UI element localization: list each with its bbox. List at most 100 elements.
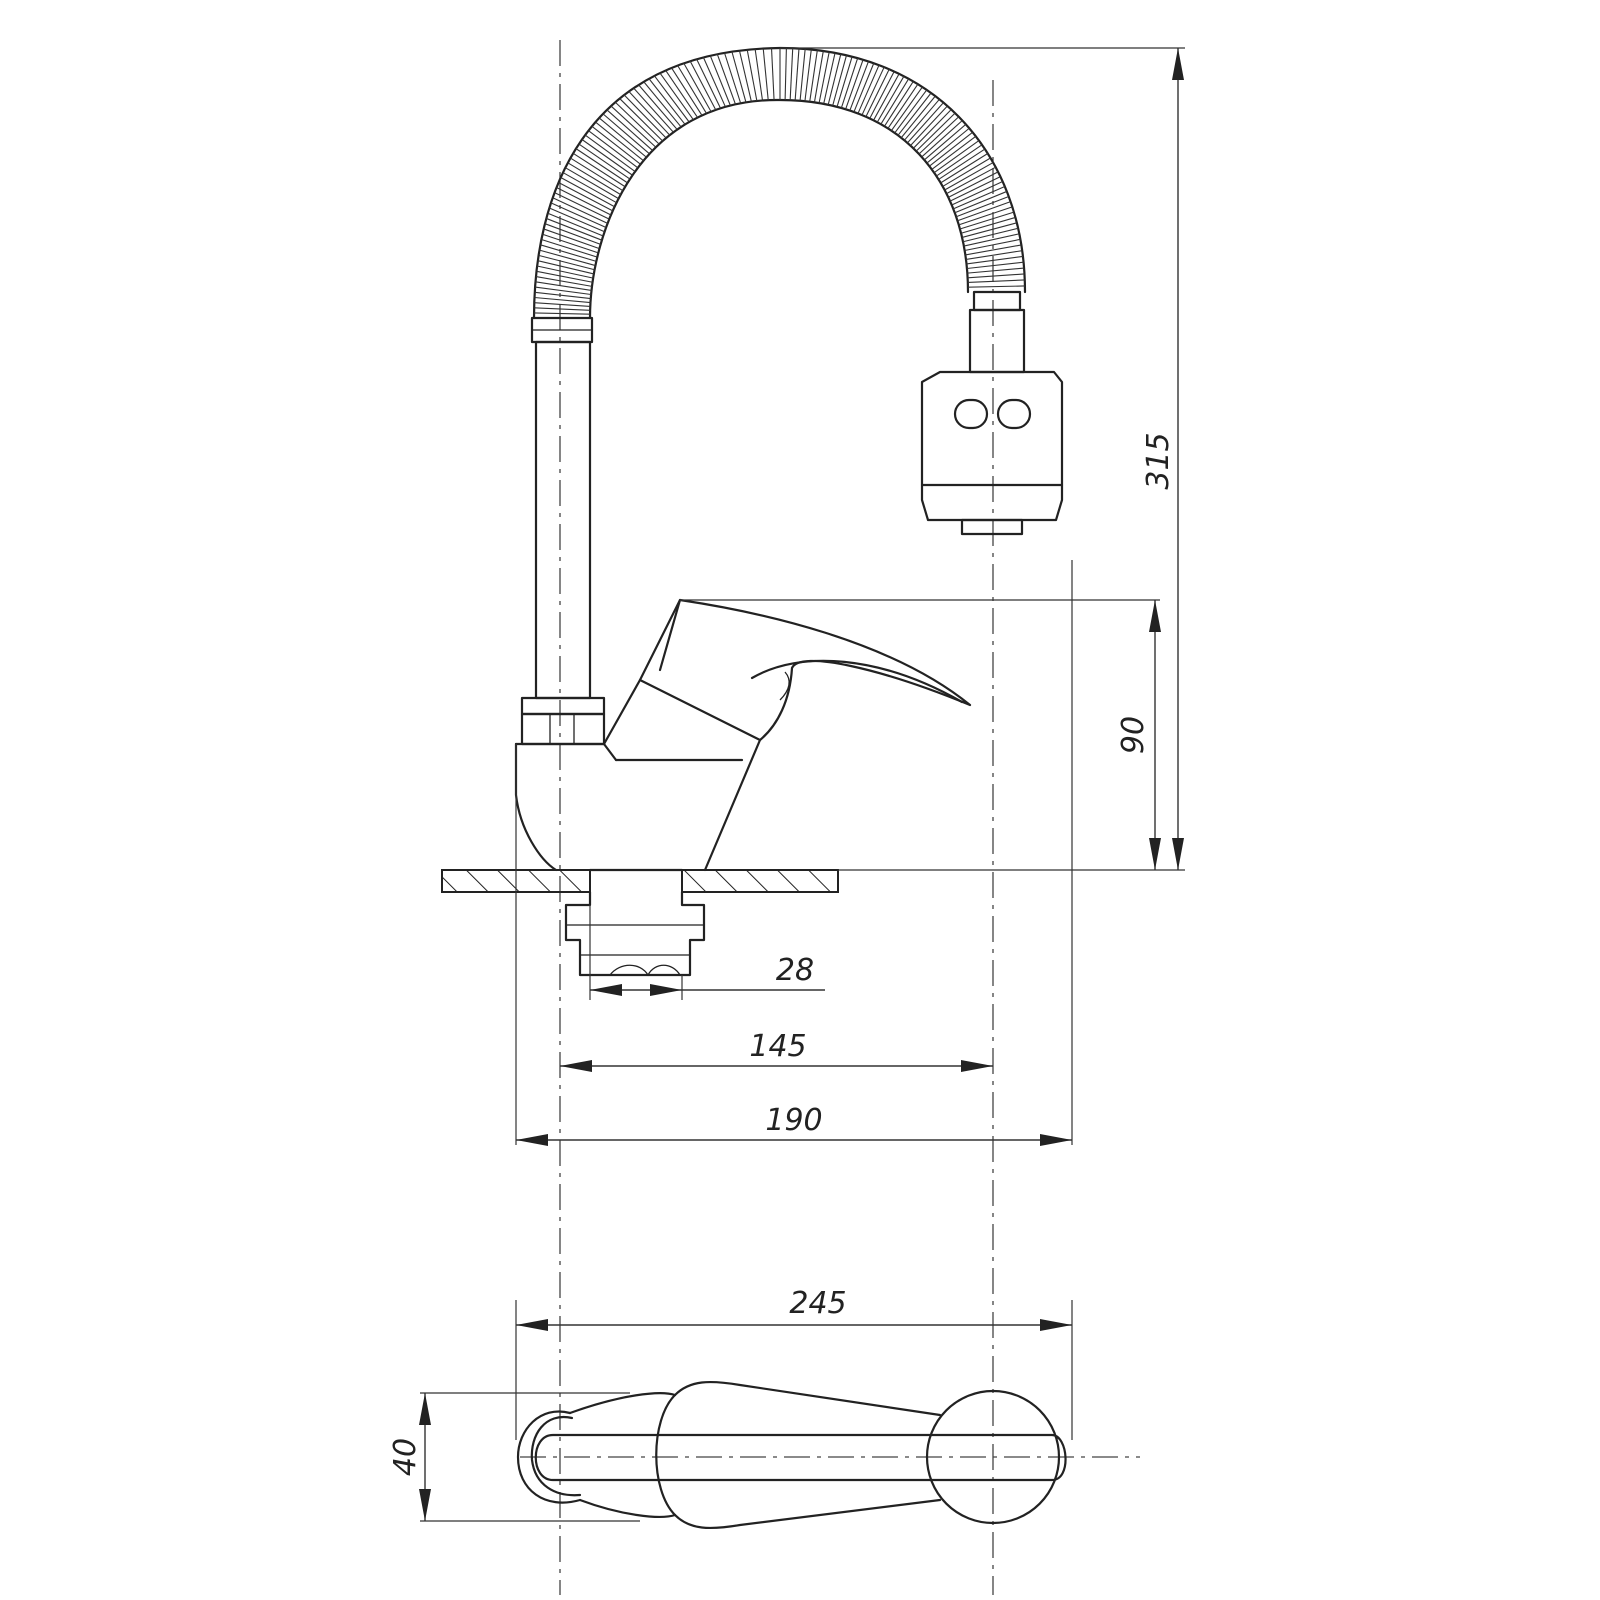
hose-rib [967,273,1025,279]
hose-rib [946,166,996,195]
thread-outline [564,890,706,977]
flexible-hose [532,46,1027,320]
hose-rib [578,143,631,180]
hose-rib [900,95,936,139]
hose-rib [547,212,604,237]
hose-rib [938,148,986,180]
spray-button-left [953,398,989,430]
hose-rib [570,157,624,192]
hose-rib [633,87,674,133]
dimension-315: 315 [1141,48,1184,870]
hose-rib [958,206,1013,226]
hose-rib [921,120,963,158]
hose-rib [929,131,973,167]
hose-rib [853,63,875,113]
hose-rib [880,78,910,125]
hose-rib [869,71,895,119]
hose-rib [556,187,612,216]
hose-rib [538,254,595,271]
hose-rib [623,94,667,139]
hose-rib [818,51,830,104]
faucet-body [514,678,762,872]
lever-top-edge [673,1380,942,1417]
spray-neck [968,308,1026,374]
counter-section-right [681,869,839,893]
hose-rib [659,72,694,121]
hose-rib [575,148,628,184]
hose-rib [565,167,619,200]
hose-rib [857,64,880,114]
hose-rib [595,121,644,162]
hose-rib [965,244,1022,256]
spray-head [920,290,1064,536]
hose-rib [619,98,664,142]
hose-rib [962,227,1019,243]
hose-rib [610,105,657,148]
hose-rib [804,49,812,102]
hose-rib [549,207,605,233]
hose-rib [967,267,1025,274]
hose-rib [961,222,1017,238]
hose-rib [907,102,944,144]
hose-rib [912,109,952,149]
dimension-28: 28 [590,953,825,996]
hose-rib [923,123,967,161]
hose-rib [591,125,641,165]
hose-rib [588,130,639,169]
hose-rib [584,134,636,172]
lever-bottom-edge [673,1498,942,1530]
spout-top [534,1433,1067,1482]
hose-rib [784,48,787,101]
top-base-left [516,1410,582,1504]
hose-rib [967,279,1025,284]
riser-tube [534,340,592,700]
hose-rib [949,176,1001,202]
hose-rib [540,244,597,262]
hose-rib [554,192,610,220]
hose-rib [955,195,1009,218]
swivel-collar [520,712,606,746]
hose-rib [957,201,1011,222]
hose-rib [606,109,654,151]
hose-rib [951,181,1003,206]
dimension-label-145: 145 [749,1029,806,1064]
hose-rib [534,312,591,315]
hose-rib [716,54,736,105]
hose-rib [836,56,853,107]
riser-pipe [520,316,606,746]
hose-rib [960,216,1016,234]
hose-rib [534,296,591,304]
hose-rib [709,55,731,106]
hose-rib [832,55,848,106]
swivel-slot [549,713,575,745]
hose-rib [598,117,647,158]
hose-rib [723,52,742,104]
hose-rib [865,69,890,117]
hose-rib [966,261,1024,270]
hose-rib [963,233,1020,247]
hose-rib [944,162,994,191]
hose-rib [926,127,970,164]
hose-rib [754,48,764,101]
hose-rib [537,265,594,279]
hose-rib [643,81,682,128]
hose-rib [543,228,600,250]
extension-lines [420,47,1185,1522]
dimension-label-245: 245 [789,1286,846,1321]
hose-rib [954,190,1008,214]
hose-rib [910,105,948,146]
hose-rib [648,78,686,125]
hose-rib [731,51,747,103]
hose-rib [840,57,859,109]
hose-rib [544,223,601,245]
hose-rib [813,50,824,103]
dimension-label-190: 190 [765,1103,822,1138]
hose-rib [827,53,842,105]
dimension-90: 90 [1116,600,1161,870]
hose-rib [762,48,769,101]
hose-rib [933,140,980,174]
hose-rib [696,58,722,109]
dimension-145: 145 [560,1029,993,1072]
hose-rib [809,50,818,102]
